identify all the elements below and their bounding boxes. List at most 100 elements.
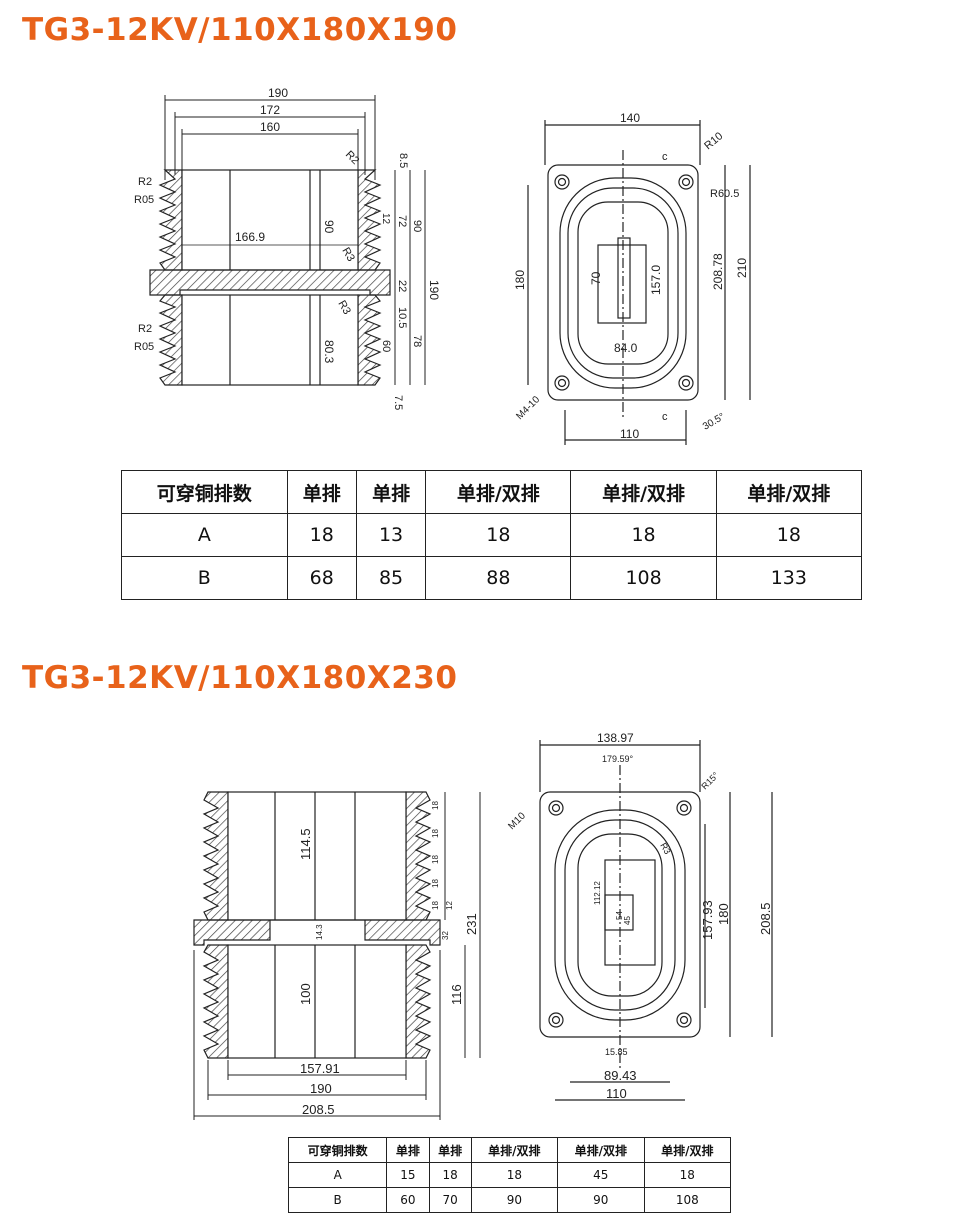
table-header-cell: 单排 <box>355 470 427 514</box>
section-mark-c-bottom: c <box>662 411 668 423</box>
dim-70: 70 <box>589 271 603 285</box>
table-cell: 90 <box>557 1187 645 1213</box>
dim-179-59-deg: 179.59° <box>602 754 634 764</box>
radius-r2-top: R2 <box>343 149 361 167</box>
dim-45: 45 <box>623 916 632 925</box>
table-cell: 18 <box>470 1162 559 1188</box>
dim-166-9: 166.9 <box>235 230 265 244</box>
table-cell: 90 <box>470 1187 559 1213</box>
table-cell: 108 <box>570 556 717 600</box>
note-m10: M10 <box>506 810 528 832</box>
table-cell: 85 <box>355 556 427 600</box>
table-cell: 108 <box>643 1187 732 1213</box>
table-header-cell: 单排/双排 <box>425 470 572 514</box>
table-header-row: 可穿铜排数 单排 单排 单排/双排 单排/双排 单排/双排 <box>121 470 863 514</box>
table-cell: 45 <box>557 1162 645 1188</box>
section-mark-c-top: c <box>662 151 668 163</box>
table-header-cell: 单排/双排 <box>570 470 717 514</box>
table-cell: 70 <box>428 1187 472 1213</box>
dim-100: 100 <box>298 983 313 1005</box>
table-cell: 18 <box>643 1162 732 1188</box>
dim-160: 160 <box>260 120 280 134</box>
table-cell: 18 <box>570 513 717 557</box>
table-row: B 68 85 88 108 133 <box>121 556 863 600</box>
dim-140: 140 <box>620 111 640 125</box>
radius-r05-b: R05 <box>134 341 154 353</box>
dim-172: 172 <box>260 103 280 117</box>
dim-208-78: 208.78 <box>711 253 725 290</box>
table-cell: 18 <box>715 513 863 557</box>
dim-10-5: 10.5 <box>396 307 408 328</box>
dim-210: 210 <box>735 258 749 278</box>
table-cell: A <box>121 513 288 557</box>
note-m4-10: M4-10 <box>514 394 542 422</box>
table-header-cell: 可穿铜排数 <box>287 1137 388 1163</box>
dim-116: 116 <box>449 984 464 1005</box>
dim-12: 12 <box>445 901 454 910</box>
spec-table-1: 可穿铜排数 单排 单排 单排/双排 单排/双排 单排/双排 A 18 13 18… <box>121 470 863 600</box>
table-cell: A <box>287 1162 388 1188</box>
table-cell: 13 <box>355 513 427 557</box>
dim-14-3: 14.3 <box>315 924 324 940</box>
dim-84-0: 84.0 <box>614 341 638 355</box>
radius-r05-a: R05 <box>134 194 154 206</box>
dim-190: 190 <box>310 1081 332 1096</box>
dim-157-93: 157.93 <box>700 900 715 940</box>
table-header-cell: 单排/双排 <box>715 470 863 514</box>
dim-89-43: 89.43 <box>604 1068 637 1083</box>
dim-32: 32 <box>441 931 450 940</box>
dim-157-91: 157.91 <box>300 1061 340 1076</box>
dim-18-a: 18 <box>431 801 440 810</box>
table-cell: 15 <box>386 1162 430 1188</box>
top-view-drawing-1: 140 110 180 208.78 210 157.0 70 84.0 c c… <box>513 111 751 445</box>
dim-18-b: 18 <box>431 829 440 838</box>
dim-112-12: 112.12 <box>593 881 602 905</box>
dim-7-5: 7.5 <box>392 395 404 410</box>
dim-8-5: 8.5 <box>397 153 409 168</box>
dim-12: 12 <box>380 213 391 225</box>
note-r15-deg: R15° <box>699 770 721 792</box>
dim-90-right: 90 <box>411 220 423 232</box>
dim-60: 60 <box>380 340 392 352</box>
table-cell: 88 <box>425 556 572 600</box>
table-row: A 18 13 18 18 18 <box>121 513 863 557</box>
table-cell: 18 <box>286 513 357 557</box>
table-cell: 18 <box>425 513 572 557</box>
table-cell: 60 <box>386 1187 430 1213</box>
table-header-cell: 单排/双排 <box>557 1137 645 1163</box>
note-15-85: 15.85 <box>605 1047 628 1057</box>
dim-138-97: 138.97 <box>597 731 634 745</box>
dim-208-5: 208.5 <box>302 1102 335 1117</box>
dim-180: 180 <box>716 903 731 925</box>
dim-54: 54 <box>615 911 624 920</box>
table-cell: 18 <box>428 1162 472 1188</box>
table-header-cell: 单排/双排 <box>643 1137 732 1163</box>
table-row: A 15 18 18 45 18 <box>287 1162 732 1188</box>
note-r3: R3 <box>658 841 672 856</box>
dim-190-right: 190 <box>427 280 441 300</box>
dim-114-5: 114.5 <box>298 828 313 860</box>
dim-18-d: 18 <box>431 879 440 888</box>
dim-231: 231 <box>464 913 479 935</box>
section-title-1: TG3-12KV/110X180X190 <box>22 12 458 48</box>
table-cell: 68 <box>286 556 357 600</box>
dim-18-e: 18 <box>431 901 440 910</box>
dim-180: 180 <box>513 270 527 290</box>
section-title-2: TG3-12KV/110X180X230 <box>22 660 458 696</box>
table-header-cell: 单排 <box>386 1137 430 1163</box>
table-row: B 60 70 90 90 108 <box>287 1187 732 1213</box>
dim-90: 90 <box>322 220 336 234</box>
radius-r2-a: R2 <box>138 176 152 188</box>
dim-110: 110 <box>620 427 639 441</box>
table-cell: 133 <box>715 556 863 600</box>
dim-190: 190 <box>268 86 288 100</box>
table-header-cell: 单排/双排 <box>470 1137 559 1163</box>
note-r10: R10 <box>702 130 725 152</box>
table-cell: B <box>287 1187 388 1213</box>
table-header-cell: 可穿铜排数 <box>121 470 288 514</box>
table-header-cell: 单排 <box>286 470 357 514</box>
side-view-drawing-1: 190 172 160 166.9 90 80.3 190 90 72 78 8… <box>134 86 441 410</box>
dim-80-3: 80.3 <box>322 340 336 364</box>
note-30-5-deg: 30.5° <box>701 411 727 432</box>
dim-72: 72 <box>396 215 408 227</box>
